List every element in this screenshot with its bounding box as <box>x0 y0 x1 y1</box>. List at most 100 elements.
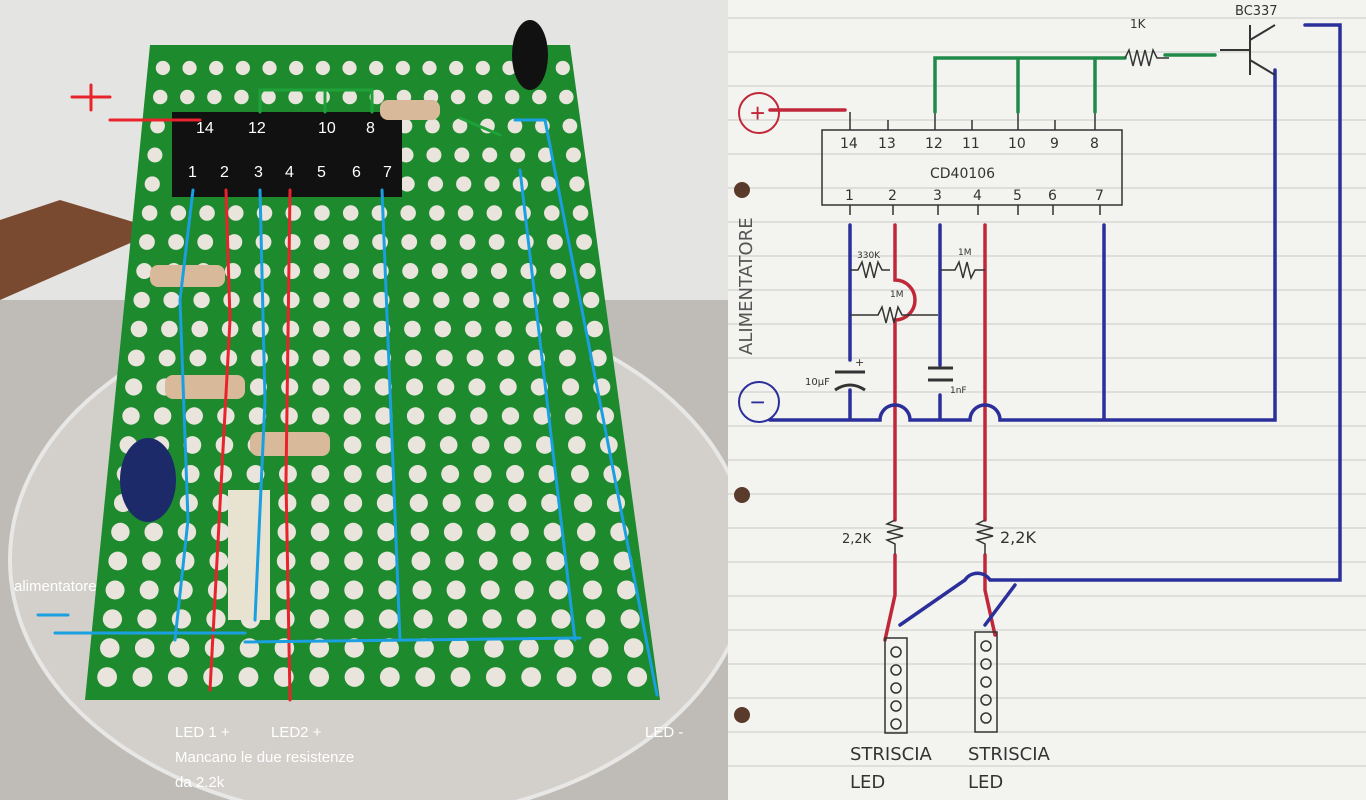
pcb-hole <box>512 551 532 571</box>
electrolytic-capacitor <box>834 370 866 392</box>
pcb-hole <box>437 378 455 396</box>
pcb-hole <box>535 436 554 454</box>
pcb-hole <box>276 580 296 600</box>
pcb-hole <box>314 205 330 221</box>
pin-label: 7 <box>383 164 392 181</box>
pcb-hole <box>582 580 602 600</box>
plus-mark <box>70 83 112 112</box>
pcb-hole <box>405 378 424 396</box>
pcb-hole <box>433 291 450 309</box>
pcb-hole <box>249 378 268 396</box>
pcb-hole <box>344 522 363 542</box>
pcb-hole <box>431 262 448 280</box>
led-minus-label: LED - <box>645 724 683 741</box>
note-text: da 2.2k <box>175 774 225 791</box>
pcb-hole <box>189 349 207 367</box>
pcb-hole <box>576 522 596 542</box>
pcb-hole <box>441 465 460 483</box>
pcb-hole <box>310 522 330 542</box>
pcb-hole <box>181 465 200 483</box>
pcb-hole <box>343 349 361 367</box>
strip-label: STRISCIA <box>968 744 1051 765</box>
pcb-hole <box>255 234 272 250</box>
pcb-hole <box>538 147 554 163</box>
minus-circle <box>738 381 780 423</box>
pcb-hole <box>561 378 580 396</box>
pcb-hole <box>312 378 330 396</box>
pcb-hole <box>312 407 330 425</box>
capacitor-polarity: + <box>855 356 864 369</box>
pcb-hole <box>473 465 492 483</box>
pcb-hole <box>439 436 458 454</box>
pcb-hole <box>471 436 490 454</box>
pin-label: 1 <box>188 164 197 181</box>
pcb-hole <box>438 407 456 425</box>
minus-symbol: − <box>750 387 765 417</box>
pcb-hole <box>442 493 461 513</box>
capacitor-label: 10µF <box>805 377 830 388</box>
pcb-hole <box>579 551 599 571</box>
pcb-hole <box>461 262 478 280</box>
pcb-hole <box>613 551 633 571</box>
resistors <box>834 24 1276 554</box>
pcb-hole <box>144 522 163 542</box>
pcb-hole <box>591 667 612 687</box>
pcb-hole <box>466 349 484 367</box>
pcb-hole <box>136 262 153 280</box>
pcb-hole <box>415 667 436 687</box>
pcb-hole <box>538 465 557 483</box>
pcb-hole <box>199 205 215 221</box>
pcb-hole <box>210 522 230 542</box>
ic-name: CD40106 <box>930 166 995 182</box>
pcb-hole <box>556 667 577 687</box>
pcb-hole <box>344 609 364 629</box>
pcb-hole <box>344 667 365 687</box>
pcb-hole <box>570 465 589 483</box>
pcb-hole <box>586 320 603 338</box>
table-surface <box>0 200 160 300</box>
pcb-hole <box>97 667 118 687</box>
pcb-hole <box>520 262 537 280</box>
transistor-symbol <box>1220 24 1276 76</box>
pcb-hole <box>422 60 437 76</box>
pin-label: 3 <box>254 164 263 181</box>
pcb-hole <box>374 378 392 396</box>
negative-wires <box>768 23 1342 627</box>
pcb-hole <box>170 205 187 221</box>
pcb-hole <box>122 407 140 425</box>
pcb-hole <box>344 580 364 600</box>
pcb-hole <box>343 291 360 309</box>
pcb-hole <box>228 205 244 221</box>
pcb-hole <box>108 551 128 571</box>
pcb-hole <box>343 234 359 250</box>
pcb-hole <box>532 89 547 105</box>
pcb-hole <box>289 60 304 76</box>
pcb-hole <box>429 205 445 221</box>
strip-label: LED <box>968 772 1003 793</box>
pcb-hole <box>454 147 470 163</box>
pcb-hole <box>488 234 505 250</box>
pcb-hole <box>285 205 302 221</box>
ic-pins <box>849 112 1101 215</box>
pcb-hole <box>278 465 297 483</box>
pin-label: 9 <box>1050 136 1059 152</box>
resistor <box>380 100 440 120</box>
resistor <box>250 432 330 456</box>
pcb-hole <box>161 320 178 338</box>
bridge-wire <box>258 88 374 114</box>
pcb-hole <box>395 60 410 76</box>
pcb-hole <box>425 118 440 134</box>
pcb-hole <box>543 522 563 542</box>
pcb-hole <box>617 580 637 600</box>
pcb-hole <box>377 551 397 571</box>
pcb-hole <box>435 349 453 367</box>
pcb-hole <box>589 349 607 367</box>
pin-label: 5 <box>317 164 326 181</box>
pcb-photo: 14 12 10 8 1 2 3 4 5 6 7 alimentatore LE… <box>0 0 752 800</box>
pcb-hole <box>343 493 363 513</box>
pcb-hole <box>459 234 476 250</box>
pcb-hole <box>312 349 330 367</box>
pcb-hole <box>430 234 447 250</box>
pcb-hole <box>565 147 581 163</box>
pcb-hole <box>261 89 276 105</box>
